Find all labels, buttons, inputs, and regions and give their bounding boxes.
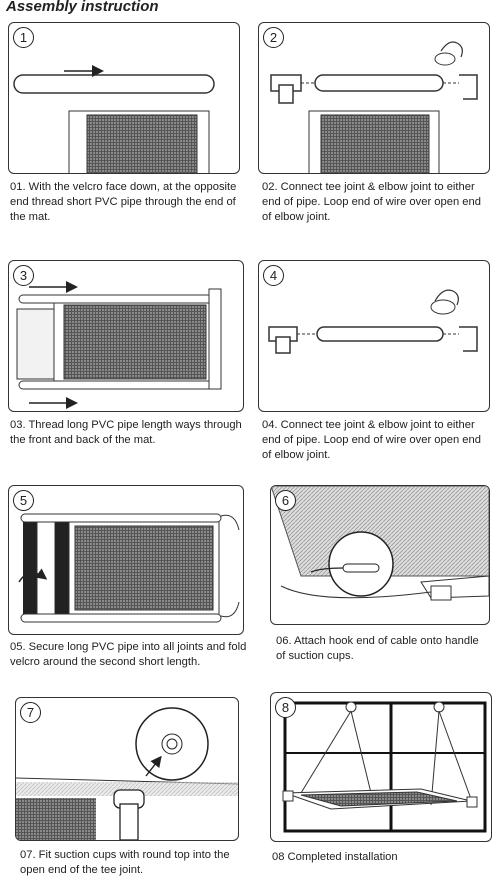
step-number: 6 [275,490,296,511]
step-5-caption: 05. Secure long PVC pipe into all joints… [10,641,247,668]
step-1-caption: 01. With the velcro face down, at the op… [10,181,237,223]
step-8-illustration [282,701,487,833]
step-7-panel: 7 [15,697,239,841]
step-5-illustration [18,513,240,623]
step-4-illustration [268,289,478,354]
step-3-panel: 3 [8,260,244,412]
page-title: Assembly instruction [6,0,159,15]
step-2-panel: 2 [258,22,490,174]
step-number: 5 [13,490,34,511]
step-8-caption: 08 Completed installation [272,851,398,863]
step-6-panel: 6 [270,485,490,625]
step-number: 4 [263,265,284,286]
step-7-caption: 07. Fit suction cups with round top into… [20,849,230,876]
step-number: 3 [13,265,34,286]
step-1-panel: 1 [8,22,240,174]
step-number: 7 [20,702,41,723]
step-5-panel: 5 [8,485,244,635]
step-2-illustration [270,41,478,173]
step-7-illustration [16,707,238,840]
step-1-illustration [13,65,215,173]
step-6-caption: 06. Attach hook end of cable onto handle… [276,635,479,662]
step-6-illustration [271,486,489,601]
step-2-caption: 02. Connect tee joint & elbow joint to e… [262,181,481,223]
step-8-panel: 8 [270,692,492,842]
step-3-illustration [16,281,222,409]
step-3-caption: 03. Thread long PVC pipe length ways thr… [10,419,242,446]
step-4-panel: 4 [258,260,490,412]
step-number: 2 [263,27,284,48]
step-number: 8 [275,697,296,718]
step-4-caption: 04. Connect tee joint & elbow joint to e… [262,419,481,461]
step-number: 1 [13,27,34,48]
